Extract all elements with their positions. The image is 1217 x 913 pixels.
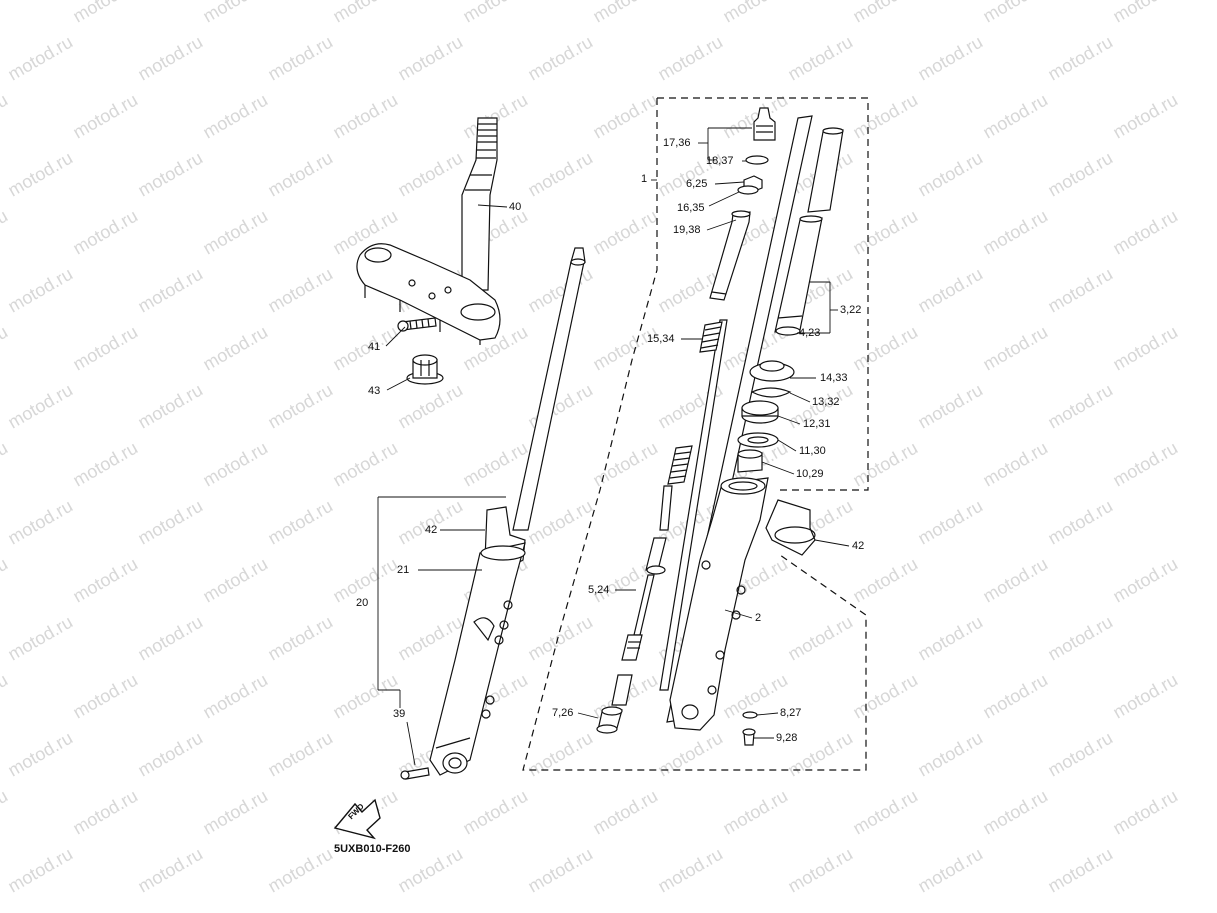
callout-18-37: 18,37 (706, 155, 734, 167)
lock-piece-part-7-26 (596, 706, 623, 734)
callout-17-36: 17,36 (663, 137, 691, 149)
callout-20: 20 (356, 597, 369, 609)
washer-part-16-35 (737, 185, 759, 195)
callout-42-left: 42 (425, 524, 438, 536)
callout-9-28: 9,28 (776, 732, 798, 744)
cap-bolt-part-17-36 (753, 107, 776, 141)
steering-stem-part-40 (356, 117, 501, 345)
callout-8-27: 8,27 (780, 707, 802, 719)
callout-7-26: 7,26 (552, 707, 574, 719)
cap-part-43 (406, 354, 444, 385)
slide-metal-part-10-29 (737, 449, 763, 473)
callout-14-33: 14,33 (820, 372, 848, 384)
callout-5-24: 5,24 (588, 584, 610, 596)
callout-41: 41 (368, 341, 381, 353)
o-ring-part-18-37 (745, 155, 769, 165)
callout-11-30: 11,30 (799, 445, 826, 457)
callout-3-22: 3,22 (840, 304, 862, 316)
fwd-arrow-icon (333, 798, 381, 840)
assembled-fork-part-20 (429, 247, 586, 776)
callout-1: 1 (641, 173, 648, 185)
callout-13-32: 13,32 (812, 396, 840, 408)
gasket-part-8-27 (742, 711, 758, 719)
leader-lines (377, 127, 850, 766)
callout-4-23: 4,23 (799, 327, 821, 339)
callout-40: 40 (509, 201, 522, 213)
callout-2: 2 (755, 612, 762, 624)
fork-guard-part-42 (765, 499, 816, 556)
damper-rod-part-19-38 (709, 210, 751, 301)
dust-seal-part-14-33 (749, 360, 795, 382)
callout-15-34: 15,34 (647, 333, 675, 345)
bolt-part-41 (397, 317, 437, 332)
callout-19-38: 19,38 (673, 224, 701, 236)
clip-part-13-32 (750, 387, 792, 398)
spring-part-15-34 (667, 321, 723, 485)
damper-part-5-24 (611, 485, 673, 706)
callout-10-29: 10,29 (796, 468, 824, 480)
callout-43: 43 (368, 385, 381, 397)
callout-12-31: 12,31 (803, 418, 831, 430)
callout-42-right: 42 (852, 540, 865, 552)
inner-assembly-outline (522, 97, 869, 771)
diagram-code: 5UXB010-F260 (334, 843, 411, 855)
bolt-part-39 (400, 767, 430, 780)
bolt-part-9-28 (742, 728, 756, 746)
washer-part-11-30 (737, 432, 779, 448)
callout-39: 39 (393, 708, 406, 720)
callout-21: 21 (397, 564, 410, 576)
callout-16-35: 16,35 (677, 202, 705, 214)
oil-seal-part-12-31 (741, 400, 779, 424)
callout-6-25: 6,25 (686, 178, 708, 190)
outer-tube-part-3-22 (774, 127, 844, 336)
outer-fork-leg-part-2 (669, 477, 769, 731)
